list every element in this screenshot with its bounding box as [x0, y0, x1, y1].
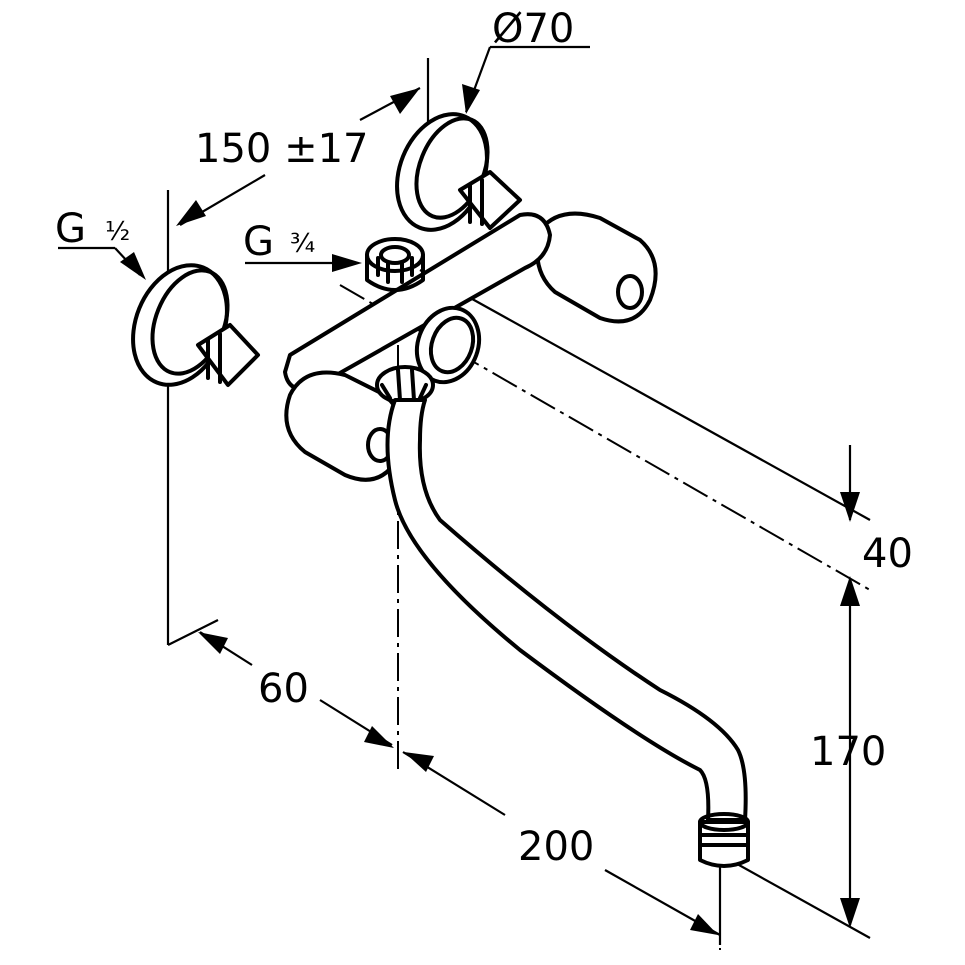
wall-to-axis-label: 60 [258, 666, 309, 712]
outlet-thread-fraction: ¾ [290, 229, 315, 259]
outlet-thread-prefix: G [243, 219, 274, 265]
inlet-thread-prefix: G [55, 206, 86, 252]
faucet-illustration [131, 112, 750, 868]
height-offset-label: 40 [862, 531, 913, 577]
dimension-labels: Ø70 150 ±17 G ½ G ¾ 40 170 60 200 [55, 6, 913, 870]
spout-reach-label: 200 [518, 824, 594, 870]
diameter-label: Ø70 [492, 6, 574, 52]
inlet-thread-fraction: ½ [105, 217, 130, 247]
spout-height-label: 170 [810, 729, 886, 775]
spacing-label: 150 ±17 [195, 126, 368, 172]
arrowheads [120, 84, 860, 935]
